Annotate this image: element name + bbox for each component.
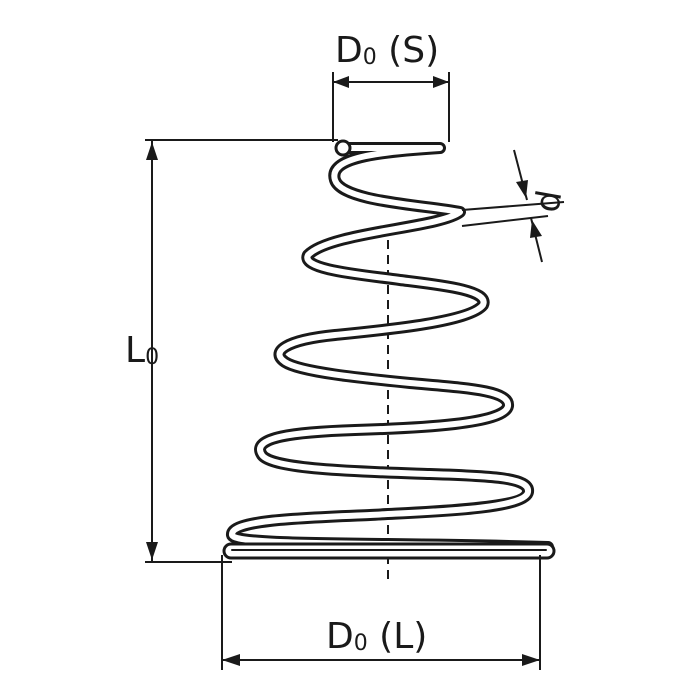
free-length-dimension [145, 139, 338, 563]
bottom-diameter-dimension [221, 555, 541, 670]
top-diameter-label: D0 (S) [335, 30, 439, 71]
wire-diameter-dimension [461, 149, 565, 263]
wire-diameter-label: d [527, 187, 570, 215]
spring-coil [222, 139, 556, 560]
top-diameter-dimension [332, 72, 450, 142]
free-length-label: L0 [125, 330, 159, 371]
bottom-diameter-label: D0 (L) [326, 616, 427, 657]
